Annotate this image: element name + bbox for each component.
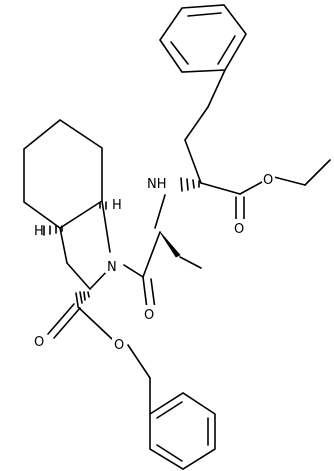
ester-oxygen-ethyl-label: O — [263, 173, 273, 188]
ester-oxygen-benzyl-label: O — [114, 338, 124, 353]
alanine-unit — [123, 231, 202, 310]
ethyl-ester-group — [200, 159, 331, 223]
cyclohexane-ring — [23, 119, 103, 229]
amide-oxygen-label: O — [144, 308, 154, 323]
nh-label: NH — [147, 177, 167, 192]
amine-linkage — [154, 194, 166, 229]
phenethyl-chain — [184, 69, 226, 184]
carbonyl-oxygen-benzyl-label: O — [34, 335, 44, 350]
benzyl-ester-group — [47, 291, 151, 415]
hydrogen-3a-label: H — [34, 224, 44, 239]
bottom-phenyl-ring — [149, 392, 216, 470]
carbonyl-oxygen-ethyl-label: O — [234, 222, 244, 237]
ring-nitrogen-label: N — [107, 260, 117, 275]
hash-wedge-ca — [180, 177, 200, 192]
hash-wedge-h3a — [43, 225, 63, 236]
hydrogen-7a-label: H — [112, 198, 122, 213]
top-phenyl-ring — [159, 4, 247, 73]
pyrrolidine-ring — [59, 200, 111, 290]
